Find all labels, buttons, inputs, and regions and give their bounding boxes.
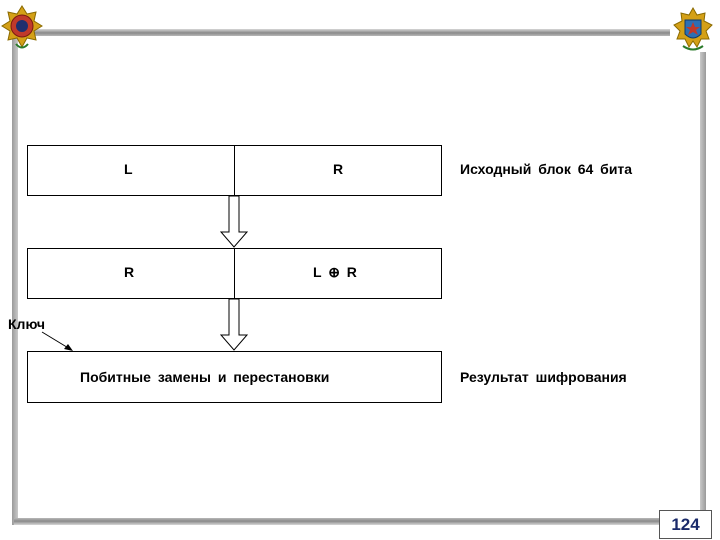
- frame-top-bar: [14, 29, 670, 36]
- down-arrow-icon: [219, 299, 249, 351]
- block-initial: [27, 145, 442, 196]
- key-pointer-arrow-icon: [41, 331, 73, 351]
- block-swapped-right-label: L ⊕ R: [313, 264, 357, 280]
- block-swapped-left-label: R: [124, 264, 135, 280]
- frame-left-bar: [12, 29, 18, 525]
- frame-right-bar: [700, 52, 706, 522]
- military-emblem-icon: [1, 5, 43, 49]
- down-arrow-icon: [219, 196, 249, 248]
- block-initial-left-label: L: [124, 161, 133, 177]
- key-label: Ключ: [8, 316, 45, 332]
- page-number: 124: [659, 510, 712, 539]
- block-result-caption: Результат шифрования: [460, 369, 627, 385]
- block-result: [27, 351, 442, 403]
- block-swapped: [27, 248, 442, 299]
- block-initial-right-label: R: [333, 161, 344, 177]
- frame-bottom-bar: [14, 518, 659, 525]
- block-initial-caption: Исходный блок 64 бита: [460, 161, 633, 177]
- block-result-label: Побитные замены и перестановки: [80, 369, 330, 385]
- block-initial-divider: [234, 146, 235, 195]
- academy-emblem-icon: [673, 6, 713, 51]
- block-swapped-divider: [234, 249, 235, 298]
